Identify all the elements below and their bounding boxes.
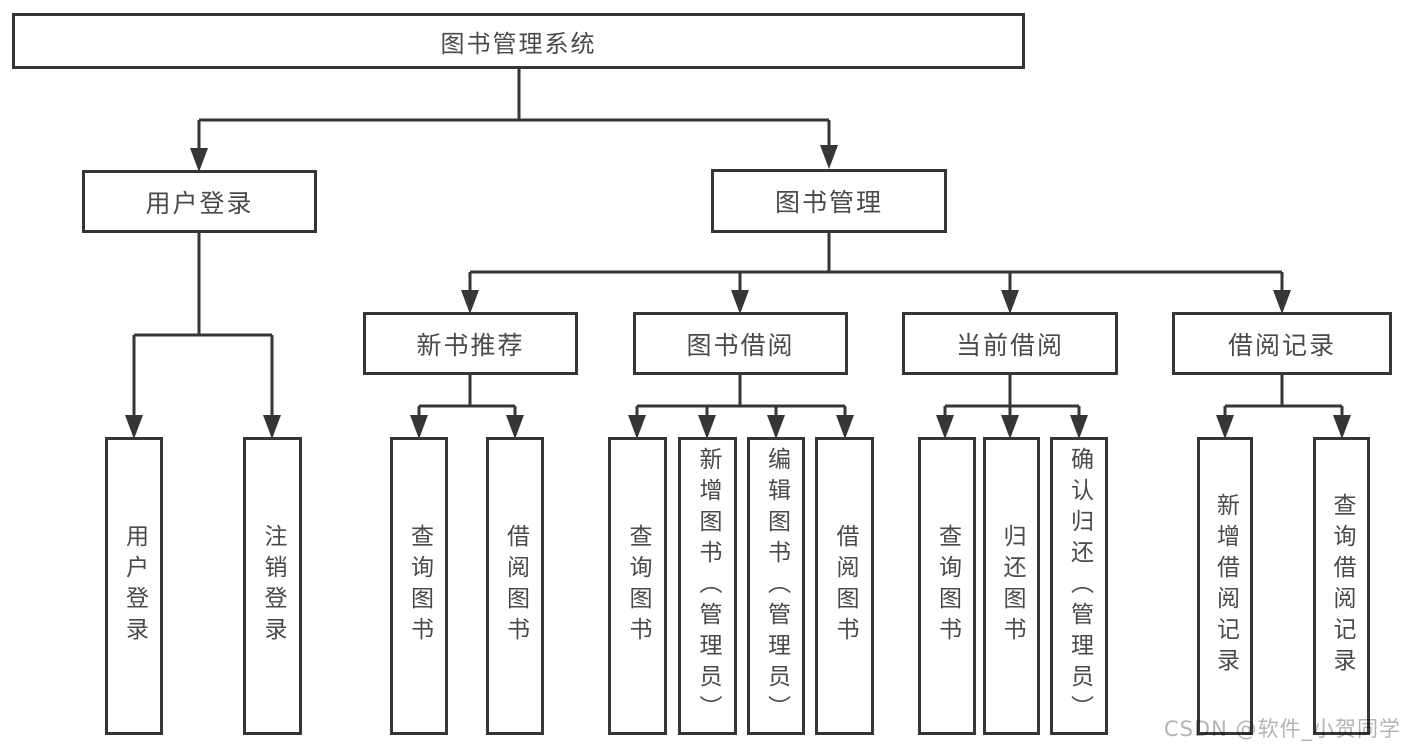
node-label: 归还图书 bbox=[999, 524, 1025, 648]
node-label: 确认归还（管理员） bbox=[1066, 446, 1093, 726]
leaf-confirm-return-admin: 确认归还（管理员） bbox=[1050, 437, 1108, 735]
leaf-query-books-borrowing: 查询图书 bbox=[608, 437, 667, 735]
leaf-logout: 注销登录 bbox=[243, 437, 302, 735]
node-label: 编辑图书（管理员） bbox=[763, 446, 790, 726]
leaf-user-login: 用户登录 bbox=[105, 437, 163, 735]
leaf-query-books-current: 查询图书 bbox=[918, 437, 976, 735]
leaf-borrow-books-borrowing: 借阅图书 bbox=[815, 437, 874, 735]
node-user-login-branch: 用户登录 bbox=[82, 170, 317, 233]
node-book-borrowing: 图书借阅 bbox=[633, 312, 848, 375]
node-current-borrowing: 当前借阅 bbox=[902, 312, 1118, 375]
node-label: 图书管理系统 bbox=[440, 29, 597, 58]
leaf-borrow-books-recommend: 借阅图书 bbox=[486, 437, 544, 735]
tree-edges bbox=[132, 69, 1344, 421]
node-label: 新增图书（管理员） bbox=[695, 446, 721, 726]
leaf-return-books: 归还图书 bbox=[983, 437, 1040, 735]
node-library-system: 图书管理系统 bbox=[12, 13, 1025, 69]
node-label: 用户登录 bbox=[145, 188, 254, 218]
node-label: 查询图书 bbox=[625, 524, 651, 648]
leaf-add-books-admin: 新增图书（管理员） bbox=[678, 437, 737, 735]
node-label: 借阅图书 bbox=[502, 524, 529, 648]
leaf-query-books-recommend: 查询图书 bbox=[390, 437, 448, 735]
node-label: 新增借阅记录 bbox=[1212, 493, 1239, 679]
node-label: 图书借阅 bbox=[686, 330, 795, 360]
node-label: 图书管理 bbox=[774, 188, 883, 217]
node-label: 借阅记录 bbox=[1227, 330, 1336, 360]
node-label: 查询图书 bbox=[934, 524, 961, 648]
node-label: 注销登录 bbox=[260, 524, 286, 648]
node-label: 新书推荐 bbox=[416, 330, 525, 360]
node-label: 查询借阅记录 bbox=[1329, 493, 1355, 679]
node-new-book-recommend: 新书推荐 bbox=[363, 312, 578, 375]
node-label: 当前借阅 bbox=[955, 330, 1064, 360]
leaf-edit-books-admin: 编辑图书（管理员） bbox=[747, 437, 805, 735]
node-label: 借阅图书 bbox=[832, 524, 858, 648]
node-label: 用户登录 bbox=[121, 524, 148, 648]
leaf-add-borrow-record: 新增借阅记录 bbox=[1197, 437, 1253, 735]
node-label: 查询图书 bbox=[406, 524, 433, 648]
node-book-management: 图书管理 bbox=[711, 169, 947, 233]
node-borrowing-records: 借阅记录 bbox=[1172, 312, 1392, 375]
arrowhead-icons bbox=[125, 145, 1351, 439]
csdn-watermark: CSDN @软件_小贺同学 bbox=[1163, 717, 1401, 741]
leaf-query-borrow-record: 查询借阅记录 bbox=[1313, 437, 1370, 735]
